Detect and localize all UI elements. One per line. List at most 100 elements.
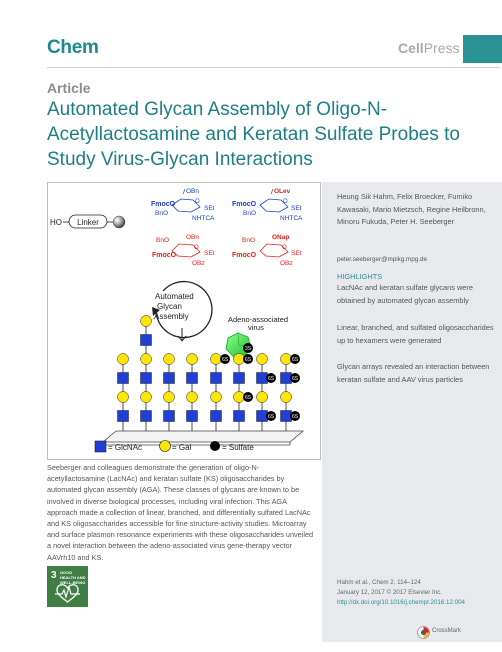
- glcnac-square: [186, 372, 198, 384]
- legend-glcnac-label: = GlcNAc: [108, 443, 142, 452]
- aga-line-2: Glycan: [157, 302, 182, 311]
- building-block-gal-2: BnO ONap O FmocO SEt OBz: [232, 234, 302, 267]
- publisher-logo: CellPress: [398, 40, 459, 56]
- gal-circle: [280, 391, 292, 403]
- glcnac-square: [117, 410, 129, 422]
- publisher-logo-light: Press: [423, 40, 460, 56]
- bb4-set: SEt: [291, 250, 302, 257]
- bb1-ring: [171, 198, 201, 213]
- linker-box: [68, 214, 108, 229]
- crossmark-icon[interactable]: [417, 626, 430, 639]
- aga-cycle: Automated Glycan Assembly: [152, 280, 213, 339]
- corresponding-email[interactable]: peter.seeberger@mpikg.mpg.de: [337, 256, 428, 263]
- sulfate-dot: [243, 392, 253, 402]
- glcnac-square: [140, 372, 152, 384]
- sulfate-dot: [243, 354, 253, 364]
- svg-text:O: O: [194, 245, 199, 251]
- bb2-set: SEt: [291, 205, 302, 212]
- highlight-item-1: LacNAc and keratan sulfate glycans were …: [337, 283, 473, 305]
- citation-line-1: Hahm et al., Chem 2, 114–124: [337, 579, 421, 586]
- glcnac-square: [210, 372, 222, 384]
- glcnac-square: [163, 410, 175, 422]
- gal-circle: [210, 353, 222, 365]
- bb3-bno: BnO: [156, 237, 169, 244]
- sulfate-dot: [266, 373, 276, 383]
- sulfate-dot: [290, 354, 300, 364]
- gal-circle: [210, 391, 222, 403]
- gal-circle: [140, 391, 152, 403]
- sulfate-label: 6S: [292, 357, 299, 363]
- sulfate-label: 6S: [292, 376, 299, 382]
- crossmark-label: CrossMark: [432, 628, 462, 634]
- sulfate-label: 6S: [245, 357, 252, 363]
- bb2-fmoc: FmocO: [232, 201, 257, 208]
- virus-label-line-1: Adeno-associated: [228, 315, 288, 324]
- glcnac-square: [256, 372, 268, 384]
- bb1-nh: NHTCA: [192, 215, 215, 222]
- glcnac-square: [163, 372, 175, 384]
- bb3-ring: [171, 243, 201, 258]
- gal-circle: [256, 391, 268, 403]
- header-divider: [47, 67, 500, 68]
- gal-circle: [186, 353, 198, 365]
- glcnac-square: [233, 410, 245, 422]
- bb4-bno: BnO: [242, 237, 255, 244]
- author-list: Heung Sik Hahm, Felix Broecker, Fumiko K…: [337, 192, 486, 226]
- highlight-item-2: Linear, branched, and sulfated oligosacc…: [337, 323, 494, 345]
- down-arrow-icon: [177, 335, 187, 342]
- linker-ho-label: HO: [50, 218, 62, 227]
- bb4-fmoc: FmocO: [232, 252, 257, 259]
- glcnac-square: [233, 372, 245, 384]
- legend-gal-circle: [159, 440, 171, 452]
- gal-circle: [233, 353, 245, 365]
- sulfate-label: 6S: [222, 357, 229, 363]
- sdg-label: GOOD HEALTH AND WELL-BEING: [60, 570, 86, 585]
- sulfate-dot: [290, 373, 300, 383]
- glcnac-square: [280, 410, 292, 422]
- sulfate-label: 6S: [292, 414, 299, 420]
- svg-text:O: O: [282, 245, 287, 251]
- bb2-nh: NHTCA: [280, 215, 303, 222]
- sulfate-label: 6S: [268, 414, 275, 420]
- bb1-bno: BnO: [155, 210, 168, 217]
- sulfate-dot: [220, 354, 230, 364]
- virus-label-line-2: virus: [248, 323, 264, 332]
- doi-link[interactable]: http://dx.doi.org/10.1016/j.chempr.2016.…: [337, 599, 465, 606]
- legend-sulfate-dot: [210, 441, 220, 451]
- heartbeat-icon: [55, 584, 80, 603]
- highlight-item-3: Glycan arrays revealed an interaction be…: [337, 362, 490, 384]
- citation-block: Hahm et al., Chem 2, 114–124 January 12,…: [337, 578, 497, 608]
- sulfate-label: 3S: [245, 346, 252, 352]
- microarray-surface: [101, 430, 305, 443]
- sidebar-panel: [322, 182, 502, 642]
- graphical-abstract[interactable]: HO Linker OBn FmocO BnO O SEt NHTCA OLev…: [47, 182, 321, 460]
- gal-circle: [163, 353, 175, 365]
- article-title[interactable]: Automated Glycan Assembly of Oligo-N-Ace…: [47, 99, 460, 170]
- bb4-obz: OBz: [280, 260, 293, 267]
- aga-line-1: Automated: [155, 292, 194, 301]
- sulfate-dot: [266, 411, 276, 421]
- legend-sulfate-label: = Sulfate: [222, 443, 254, 452]
- bb1-set: SEt: [204, 205, 215, 212]
- citation-line-2: January 12, 2017 © 2017 Elsevier Inc.: [337, 589, 442, 596]
- sdg-badge[interactable]: [47, 566, 88, 607]
- sulfate-label: 6S: [268, 376, 275, 382]
- svg-text:O: O: [195, 199, 200, 205]
- highlights-heading: HIGHLIGHTS: [337, 272, 383, 281]
- glcnac-square: [280, 372, 292, 384]
- building-block-gal-1: BnO OBn O FmocO SEt OBz: [152, 234, 215, 267]
- bb2-ring: [259, 198, 289, 213]
- header-accent-block: [463, 35, 502, 63]
- bb3-fmoc: FmocO: [152, 252, 177, 259]
- gal-circle: [140, 315, 152, 327]
- gal-circle: [233, 391, 245, 403]
- sdg-number: 3: [51, 570, 57, 581]
- glcnac-square: [117, 372, 129, 384]
- gal-circle: [280, 353, 292, 365]
- gal-circle: [256, 353, 268, 365]
- bb1-fmoc: FmocO: [151, 201, 176, 208]
- sulfate-label: 6S: [245, 395, 252, 401]
- gal-circle: [117, 353, 129, 365]
- aga-arrowhead-icon: [152, 307, 160, 316]
- glcnac-square: [256, 410, 268, 422]
